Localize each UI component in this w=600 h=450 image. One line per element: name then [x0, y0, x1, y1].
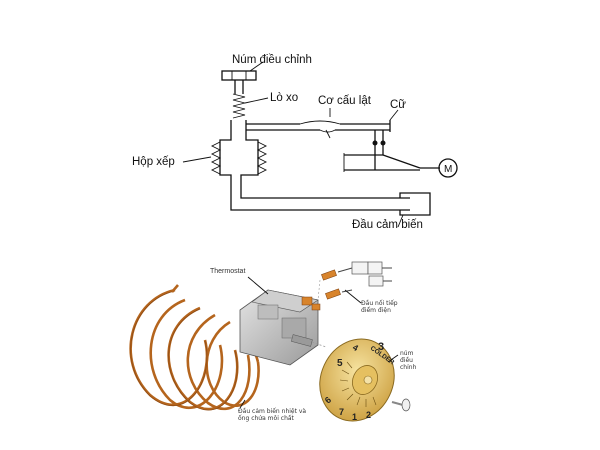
- motor-symbol: M: [444, 164, 452, 175]
- bellows-label: Hộp xếp: [132, 156, 175, 168]
- bellows-housing: [219, 120, 410, 211]
- dial-number-7: 7: [339, 407, 344, 417]
- sensor-head: [399, 192, 431, 216]
- adjust-knob-head: [221, 70, 257, 81]
- knob-label: núm điều chỉnh: [400, 350, 417, 371]
- dial-number-5: 5: [337, 358, 343, 369]
- sensor-head-label: Đầu cảm biến: [352, 219, 423, 231]
- dial-number-2: 2: [366, 410, 371, 420]
- motor-icon: [438, 158, 458, 178]
- dial-number-6: 6: [323, 395, 333, 406]
- connector-label: Đầu nối tiếp điểm điện: [361, 300, 398, 314]
- toggle-mechanism: [299, 120, 341, 125]
- dial-number-3: 3: [378, 341, 384, 353]
- thermostat-body: [239, 289, 327, 366]
- spring-icon: [232, 93, 246, 119]
- capillary-coil: [129, 288, 260, 411]
- bellows-icon: [210, 141, 222, 175]
- dial-screw: [391, 398, 411, 412]
- capillary-label: Đầu cảm biến nhiệt và ống chứa môi chất: [238, 408, 307, 422]
- dial-number-1: 1: [352, 412, 357, 422]
- toggle-label: Cơ cấu lật: [318, 95, 371, 107]
- dial-number-4: 4: [351, 342, 360, 353]
- adjust-knob-label: Núm điều chỉnh: [232, 54, 312, 66]
- adjust-dial: 4 COLDER 5 6 7 1 2 3: [319, 338, 396, 422]
- thermostat-label: Thermostat: [210, 268, 246, 275]
- spring-label: Lò xo: [270, 92, 299, 104]
- connector-terminals: [317, 261, 392, 301]
- stop-label: Cữ: [390, 99, 407, 111]
